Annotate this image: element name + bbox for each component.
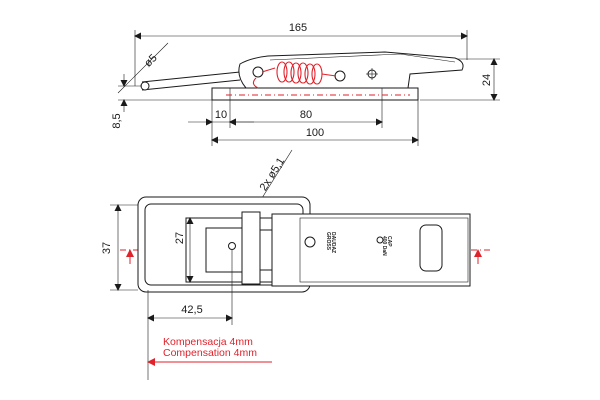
dim-inner-width: 27 bbox=[174, 232, 186, 244]
compensation-polish: Kompensacja 4mm bbox=[163, 336, 253, 348]
lever-slot bbox=[419, 224, 443, 272]
lever-rivet bbox=[376, 236, 384, 244]
compensation-english: Compensation 4mm bbox=[163, 347, 257, 359]
top-view: 2x ø5,1 DAUDAZ GROSS CAP 400 DaN 37 bbox=[101, 149, 490, 380]
lever-logo bbox=[304, 236, 316, 248]
dim-base-length: 100 bbox=[306, 127, 324, 139]
lever-panel bbox=[299, 217, 469, 283]
lever-edge bbox=[269, 53, 456, 63]
stamp-brand-line: DAUDAZ bbox=[330, 232, 336, 253]
stamp-brand-line: GROSS bbox=[325, 232, 331, 251]
dim-holes: 2x ø5,1 bbox=[258, 156, 288, 193]
pivot-right bbox=[334, 70, 346, 82]
dim-base-width: 37 bbox=[101, 242, 113, 254]
dim-base-offset: 8,5 bbox=[111, 113, 123, 128]
dim-height: 24 bbox=[481, 74, 493, 86]
stamp-brand: DAUDAZ GROSS bbox=[325, 232, 336, 255]
pivot-left bbox=[252, 66, 264, 78]
dim-pin-offset: 10 bbox=[215, 109, 227, 121]
side-view: 165 24 ø5 bbox=[111, 22, 500, 146]
dim-pin-diameter: ø5 bbox=[142, 52, 160, 70]
pin-rod-bottom bbox=[141, 79, 241, 91]
dim-center-to-hole: 42,5 bbox=[181, 304, 202, 316]
spring bbox=[252, 61, 337, 89]
stamp-capacity-line: 400 DaN bbox=[381, 236, 387, 256]
lever-body bbox=[238, 51, 464, 89]
hinge-block bbox=[241, 211, 261, 285]
base-plate bbox=[211, 87, 419, 101]
dim-hole-spacing: 80 bbox=[300, 109, 312, 121]
pin-end bbox=[140, 81, 150, 91]
mounting-hole bbox=[228, 242, 236, 250]
pin-rod-top bbox=[141, 71, 241, 83]
stamp-capacity: CAP 400 DaN bbox=[381, 236, 392, 256]
stamp-capacity-line: CAP bbox=[386, 236, 392, 247]
dim-overall-length: 165 bbox=[289, 22, 307, 34]
